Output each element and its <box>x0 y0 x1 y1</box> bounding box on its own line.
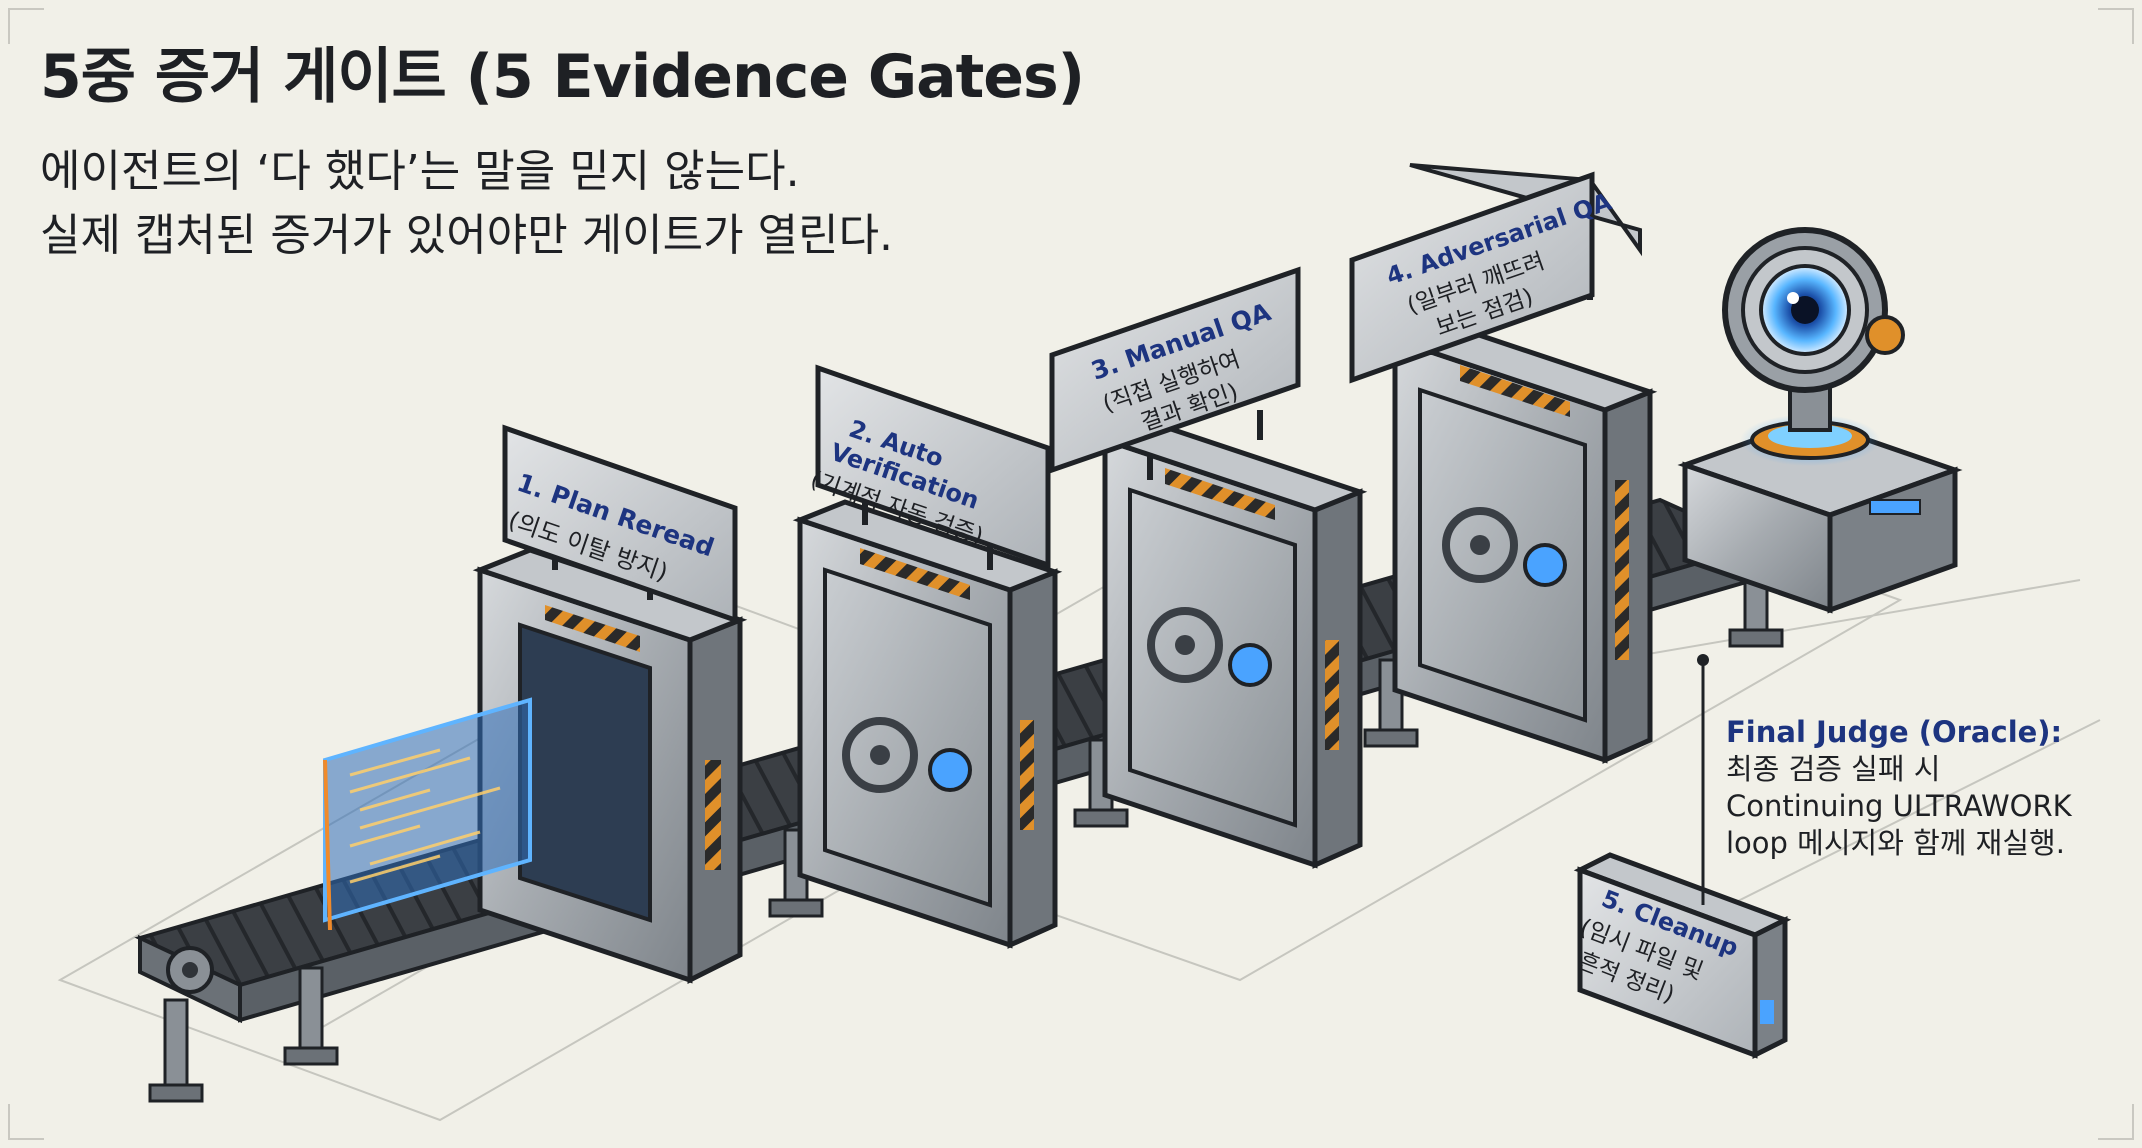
callout-dot <box>1697 654 1709 666</box>
gate-3-vault <box>1097 419 1368 869</box>
gate-5-plate <box>1573 852 1792 1060</box>
subtitle-line: 에이전트의 ‘다 했다’는 말을 믿지 않는다. <box>40 146 800 197</box>
subtitle-line: 실제 캡처된 증거가 있어야만 게이트가 열린다. <box>40 210 894 261</box>
corner-mark <box>2098 8 2134 44</box>
oracle-callout-title: Final Judge (Oracle): <box>1726 715 2063 749</box>
gate-1-frame <box>472 547 748 985</box>
gate-2-vault <box>792 499 1063 949</box>
oracle-callout-line: 최종 검증 실패 시 <box>1726 752 1941 786</box>
gate-4-sign: 4. Adversarial QA (일부러 깨뜨려 보는 점검) <box>1349 163 1642 384</box>
corner-mark <box>8 1104 44 1140</box>
corner-mark <box>2098 1104 2134 1140</box>
gate-2-sign: 2. Auto Verification (기계적 자동 검증) <box>807 364 1051 570</box>
page-title: 5중 증거 게이트 (5 Evidence Gates) <box>40 42 1085 112</box>
hologram-code-screen <box>323 697 532 931</box>
oracle-callout: Final Judge (Oracle): 최종 검증 실패 시 Continu… <box>1726 714 2106 862</box>
subtitle: 에이전트의 ‘다 했다’는 말을 믿지 않는다. 실제 캡처된 증거가 있어야만… <box>40 140 893 268</box>
oracle-callout-line: Continuing ULTRAWORK <box>1726 789 2072 823</box>
corner-mark <box>8 8 44 44</box>
gate-4-vault <box>1387 319 1658 764</box>
oracle-callout-line: loop 메시지와 함께 재실행. <box>1726 826 2065 860</box>
oracle-eye-machine <box>1677 227 1963 614</box>
